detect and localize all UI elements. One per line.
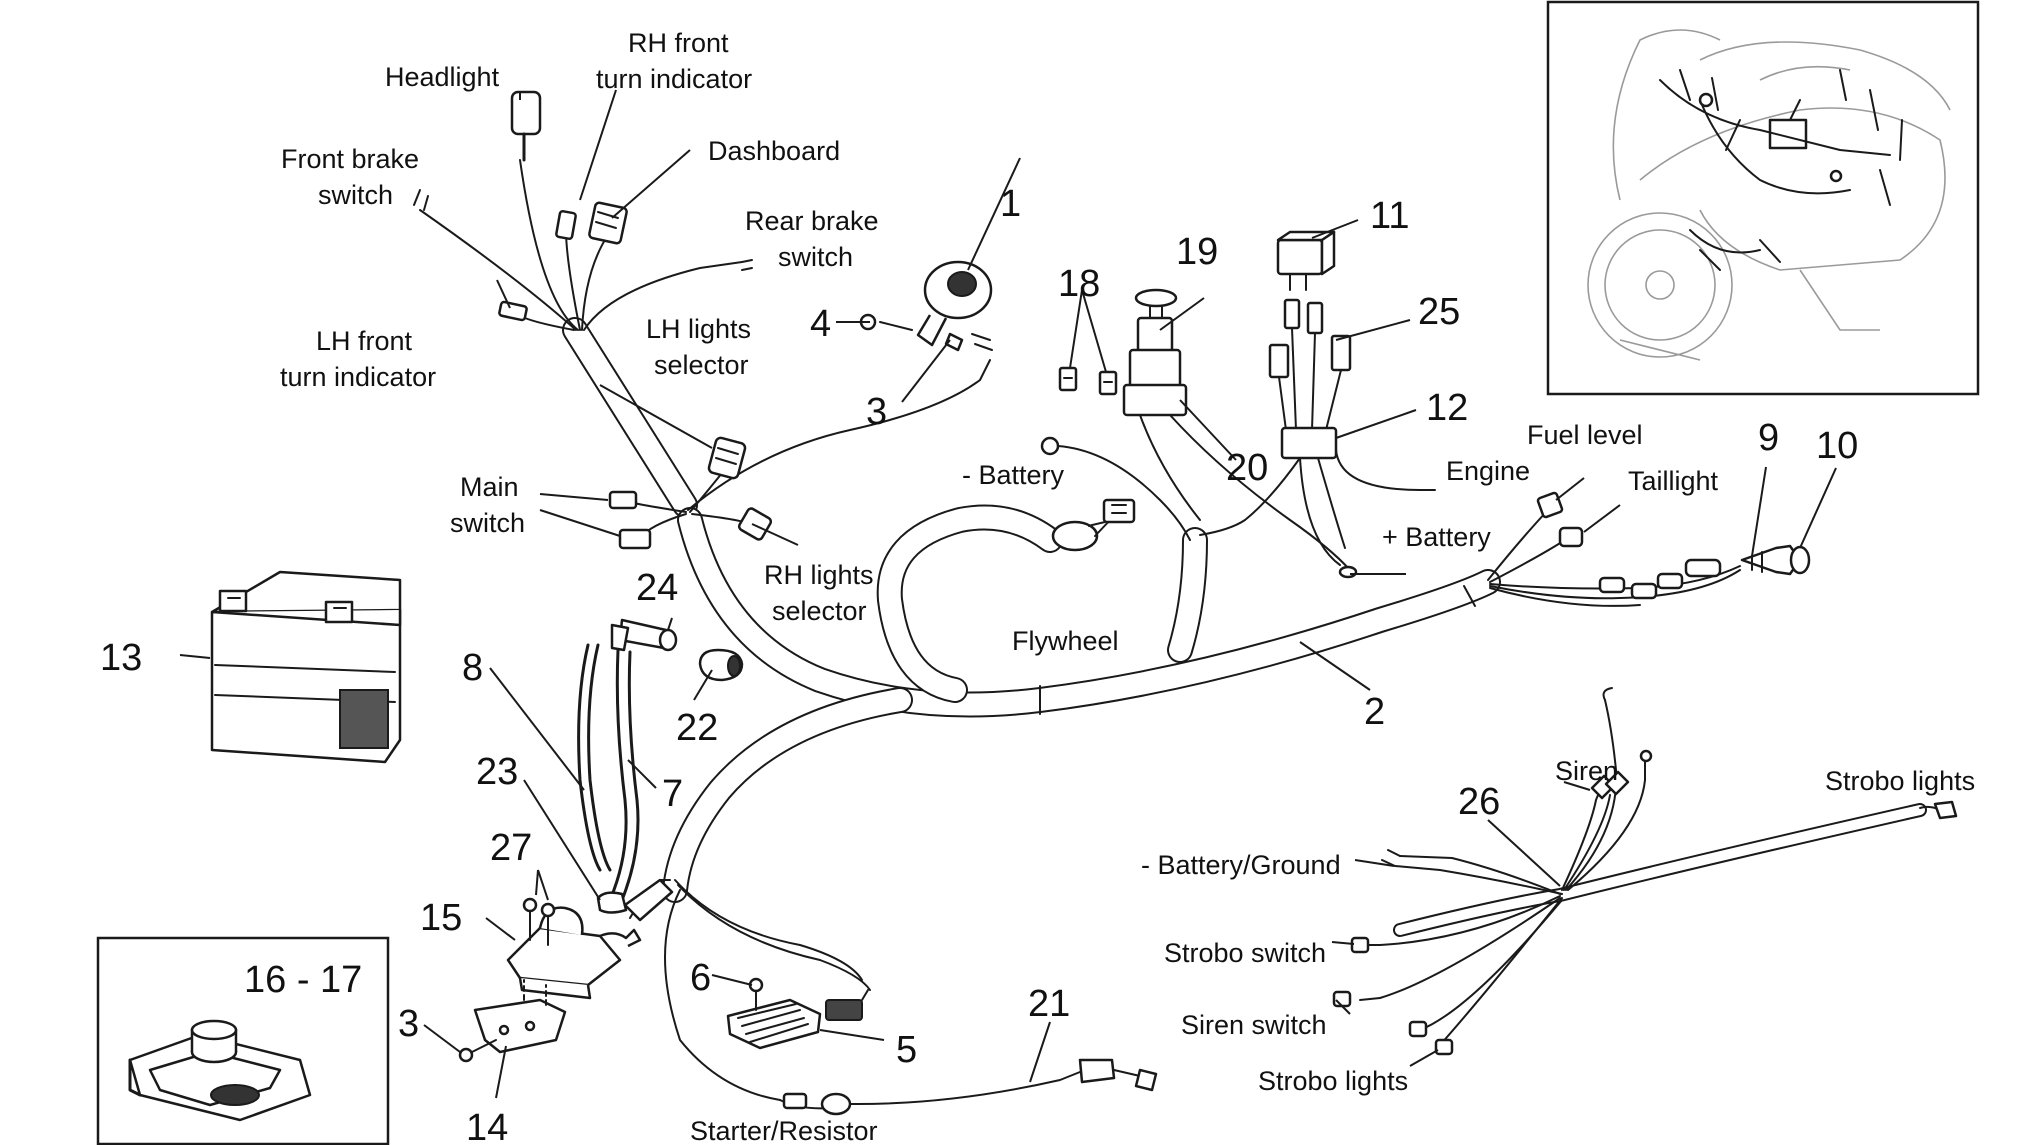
main-harness (562, 317, 1501, 903)
label-lh-lights-1: LH lights (646, 314, 751, 344)
label-front-brake-2: switch (318, 180, 393, 210)
part-number-8: 8 (462, 647, 483, 689)
label-lh-lights-2: selector (654, 350, 749, 380)
starter-resistor-lead (664, 889, 1158, 1116)
ignition-cables (577, 618, 744, 914)
part-number-19: 19 (1176, 231, 1218, 273)
front-wires (413, 90, 991, 550)
label-main-switch-2: switch (450, 508, 525, 538)
label-engine: Engine (1446, 456, 1530, 486)
fuse-relay-block (1058, 230, 1436, 579)
label-rear-brake-2: switch (778, 242, 853, 272)
label-lh-front-turn-1: LH front (316, 326, 413, 356)
leader-lines (423, 89, 1837, 1099)
label-rh-front-turn-1: RH front (628, 28, 729, 58)
part-number-12: 12 (1426, 387, 1468, 429)
part-number-1: 1 (1000, 183, 1021, 225)
part-number-23: 23 (476, 751, 518, 793)
label-rear-brake-1: Rear brake (745, 206, 879, 236)
label-headlight: Headlight (385, 62, 500, 92)
part-number-24: 24 (636, 567, 678, 609)
label-main-switch-1: Main (460, 472, 519, 502)
label-siren: Siren (1555, 756, 1618, 786)
flywheel-connector (1094, 498, 1136, 537)
label-battery-ground: - Battery/Ground (1141, 850, 1341, 880)
part-number-7: 7 (662, 773, 683, 815)
part-numbers: 1 2 3 3 4 5 6 7 8 9 10 11 12 14 15 18 19… (398, 183, 1858, 1145)
label-siren-switch: Siren switch (1181, 1010, 1327, 1040)
label-strobo-lights-top: Strobo lights (1825, 766, 1975, 796)
part-number-2: 2 (1364, 691, 1385, 733)
part-number-14: 14 (466, 1107, 508, 1145)
voltage-regulator (674, 879, 871, 1050)
horn (859, 260, 993, 352)
text-labels: Headlight RH front turn indicator Dashbo… (280, 28, 1975, 1145)
scooter-overview-inset (1546, 0, 1980, 396)
part-number-16-17: 16 - 17 (244, 959, 362, 1001)
ignition-coil (458, 878, 674, 1063)
minus-battery-lead (1040, 436, 1191, 541)
part-number-15: 15 (420, 897, 462, 939)
label-minus-battery: - Battery (962, 460, 1065, 490)
part-number-3b: 3 (398, 1003, 419, 1045)
label-rh-lights-1: RH lights (764, 560, 874, 590)
battery: 13 (100, 570, 402, 764)
label-strobo-switch: Strobo switch (1164, 938, 1326, 968)
label-strobo-lights-bottom: Strobo lights (1258, 1066, 1408, 1096)
clip-detail-inset: 16 - 17 (96, 936, 390, 1145)
part-number-9: 9 (1758, 417, 1779, 459)
part-number-22: 22 (676, 707, 718, 749)
part-number-10: 10 (1816, 425, 1858, 467)
part-number-26: 26 (1458, 781, 1500, 823)
part-number-5: 5 (896, 1029, 917, 1071)
rear-wiring (1487, 491, 1811, 607)
part-number-3a: 3 (866, 391, 887, 433)
label-front-brake-1: Front brake (281, 144, 419, 174)
label-lh-front-turn-2: turn indicator (280, 362, 436, 392)
part-number-11: 11 (1370, 195, 1409, 237)
label-taillight: Taillight (1628, 466, 1719, 496)
part-number-27: 27 (490, 827, 532, 869)
label-dashboard: Dashboard (708, 136, 840, 166)
label-starter-resistor: Starter/Resistor (690, 1116, 878, 1145)
part-number-4: 4 (810, 303, 831, 345)
label-flywheel: Flywheel (1012, 626, 1119, 656)
label-rh-front-turn-2: turn indicator (596, 64, 752, 94)
label-fuel-level: Fuel level (1527, 420, 1643, 450)
part-number-25: 25 (1418, 291, 1460, 333)
part-number-18: 18 (1058, 263, 1100, 305)
part-number-20: 20 (1226, 447, 1268, 489)
label-plus-battery: + Battery (1382, 522, 1491, 552)
label-rh-lights-2: selector (772, 596, 867, 626)
siren-strobo-harness (1332, 687, 1958, 1056)
part-number-6: 6 (690, 957, 711, 999)
part-number-21: 21 (1028, 983, 1070, 1025)
part-number-13: 13 (100, 637, 142, 679)
